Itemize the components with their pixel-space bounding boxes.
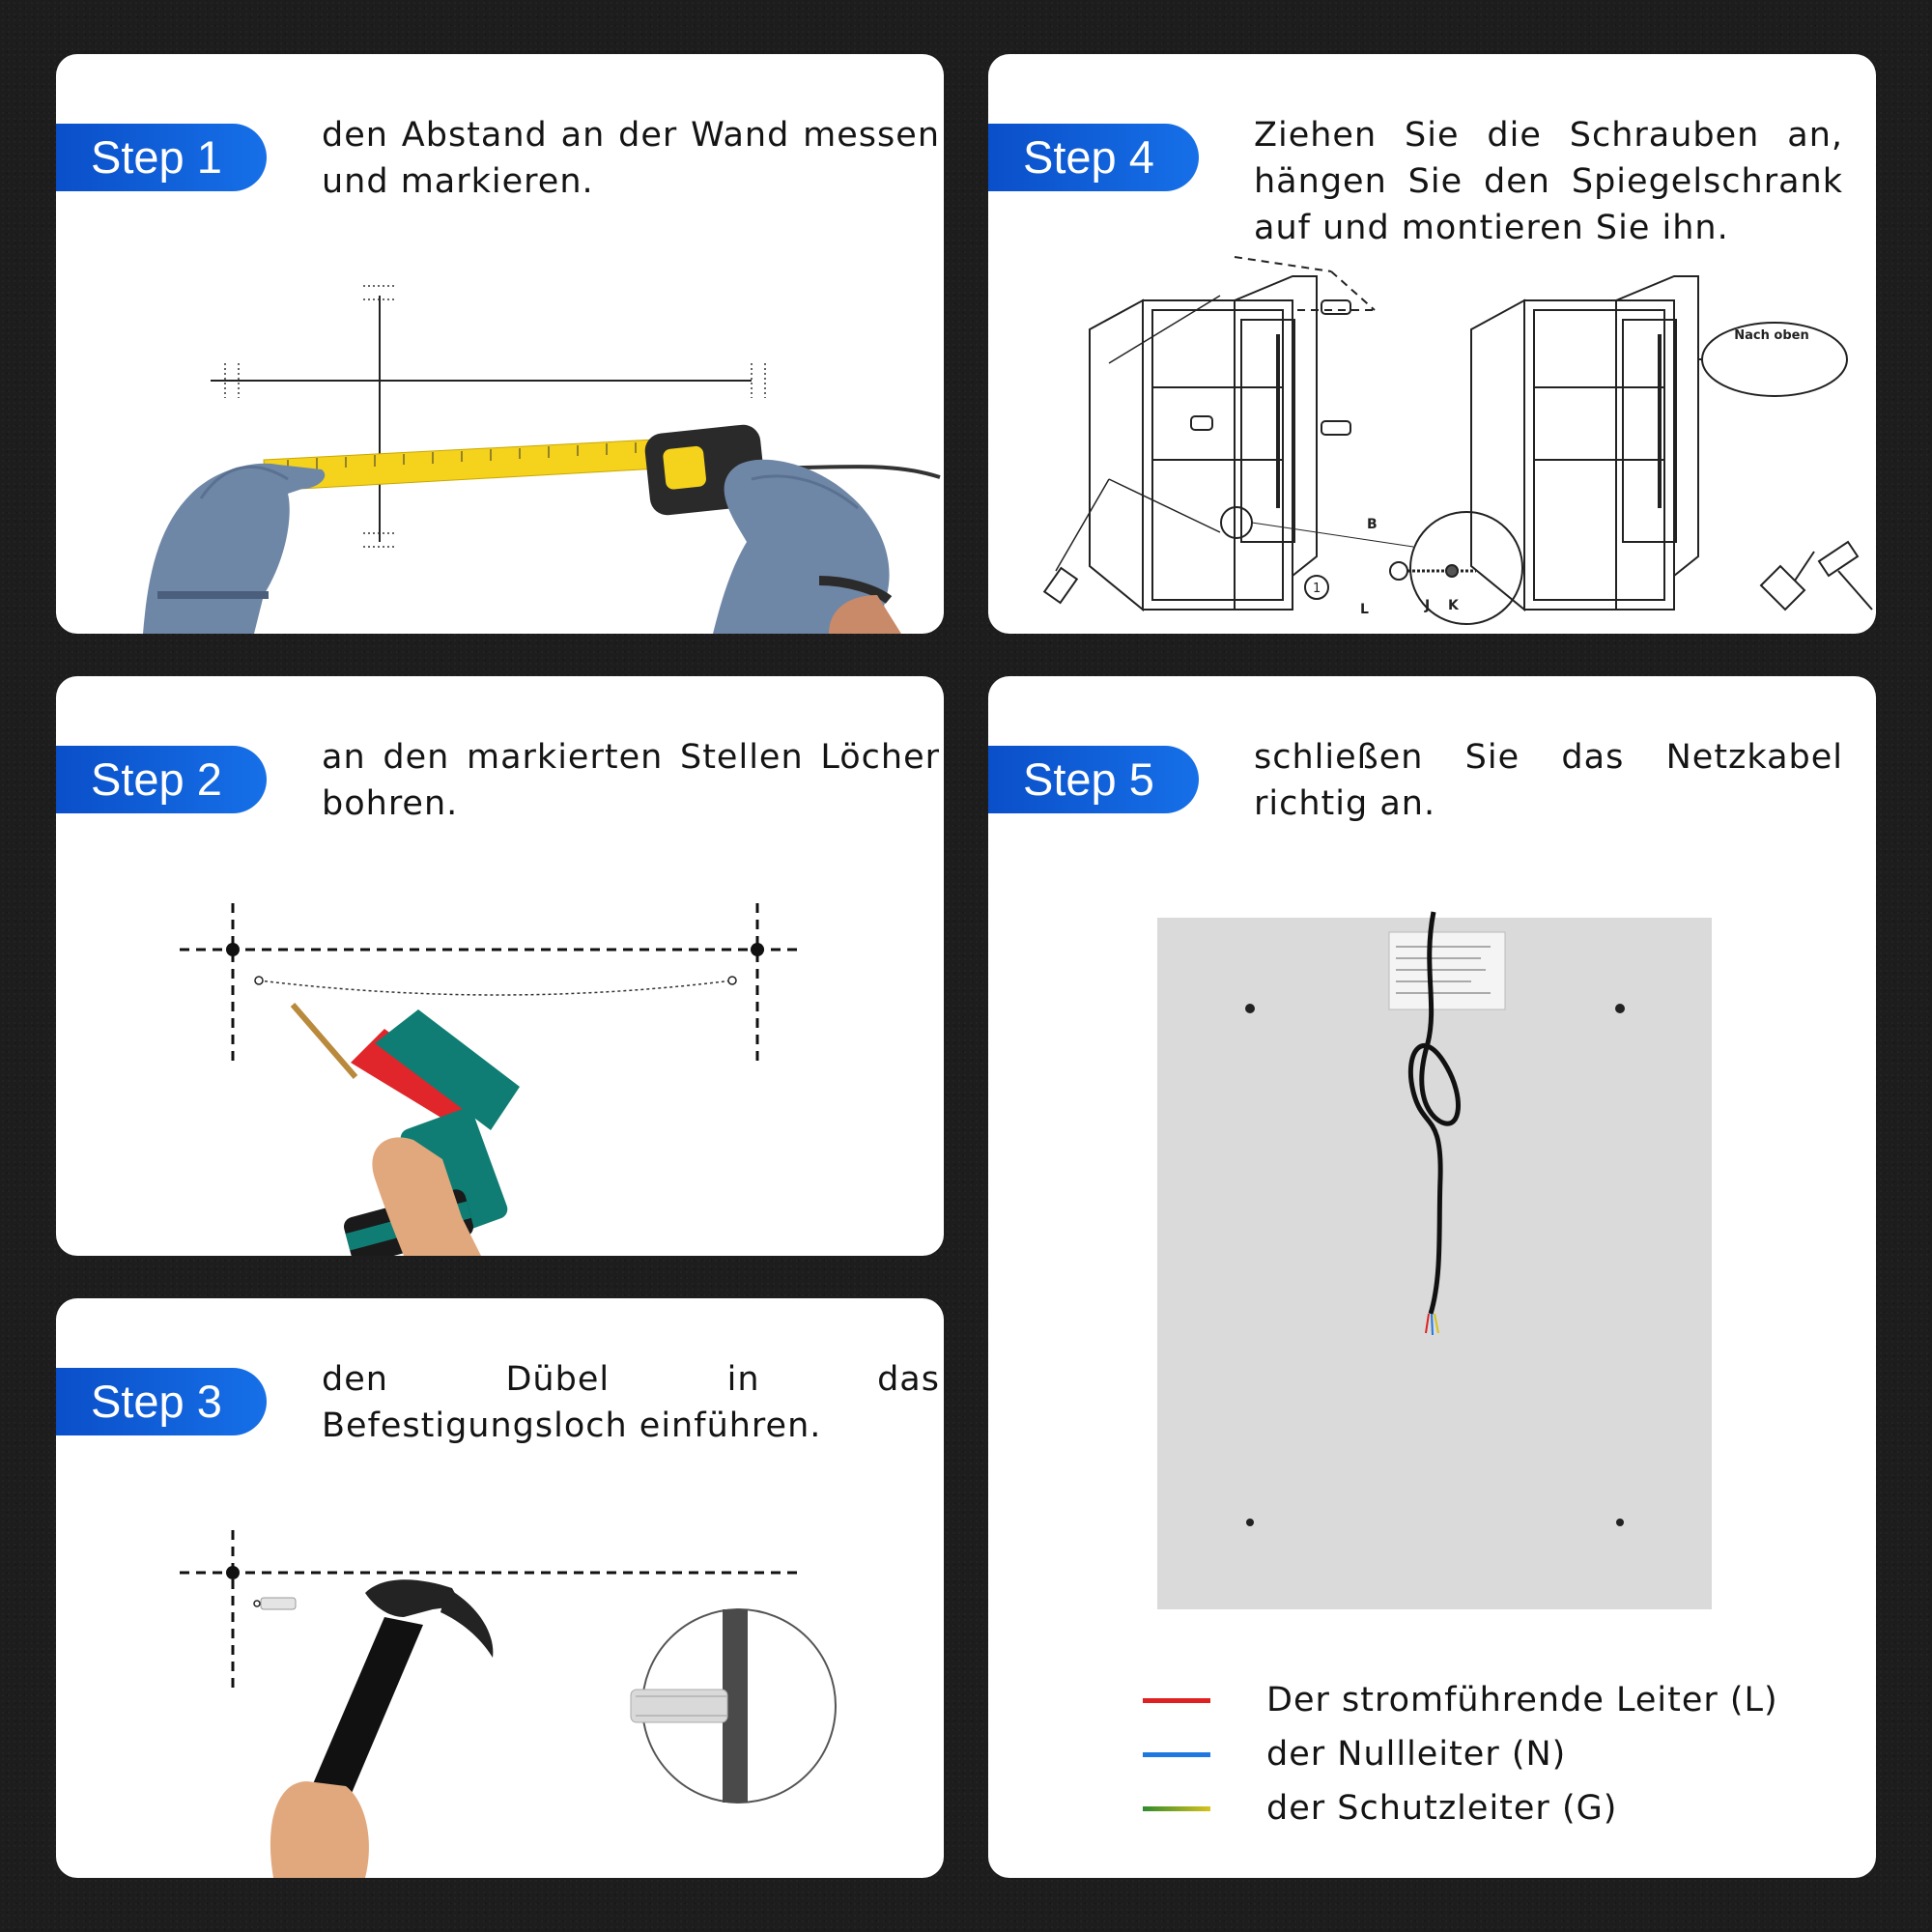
cabinet-back-with-cable <box>1157 911 1712 1609</box>
label-j: J <box>1424 598 1430 613</box>
legend-label-ground: der Schutzleiter (G) <box>1266 1789 1618 1828</box>
legend-line-red <box>1143 1698 1210 1703</box>
legend-label-live: Der stromführende Leiter (L) <box>1266 1681 1778 1719</box>
measuring-tape-illustration <box>143 285 941 634</box>
step-1-card: Step 1 den Abstand an der Wand messen un… <box>56 54 944 634</box>
step-3-badge: Step 3 <box>56 1368 267 1435</box>
step-5-badge: Step 5 <box>988 746 1199 813</box>
label-k: K <box>1448 598 1460 613</box>
legend-line-blue <box>1143 1752 1210 1757</box>
step-3-instruction: den Dübel in das Befestigungsloch einfüh… <box>322 1360 940 1445</box>
step-4-instruction: Ziehen Sie die Schrauben an, hängen Sie … <box>1254 116 1843 247</box>
legend-label-neutral: der Nullleiter (N) <box>1266 1735 1567 1774</box>
step-2-instruction: an den markierten Stellen Löcher bohren. <box>322 738 940 823</box>
step-5-card: Step 5 schließen Sie das Netzkabel richt… <box>988 676 1876 1878</box>
step-1-badge: Step 1 <box>56 124 267 191</box>
step-5-instruction: schließen Sie das Netzkabel richtig an. <box>1254 738 1843 823</box>
step-3-card: Step 3 den Dübel in das Befestigungsloch… <box>56 1298 944 1878</box>
hammer-dowel-illustration <box>180 1530 837 1878</box>
step-2-card: Step 2 an den markierten Stellen Löcher … <box>56 676 944 1256</box>
step-1-instruction: den Abstand an der Wand messen und marki… <box>322 116 940 201</box>
label-1: 1 <box>1313 582 1321 596</box>
step-4-card: Step 4 Ziehen Sie die Schrauben an, häng… <box>988 54 1876 634</box>
step-4-badge: Step 4 <box>988 124 1199 191</box>
drill-illustration <box>180 903 800 1256</box>
label-l: L <box>1360 602 1369 617</box>
cabinet-mounting-diagram: Nach oben B L J K 1 <box>1042 256 1873 625</box>
callout-nach-oben: Nach oben <box>1734 328 1808 343</box>
step-2-badge: Step 2 <box>56 746 267 813</box>
legend-line-green-yellow <box>1143 1806 1210 1811</box>
label-b: B <box>1367 517 1378 532</box>
